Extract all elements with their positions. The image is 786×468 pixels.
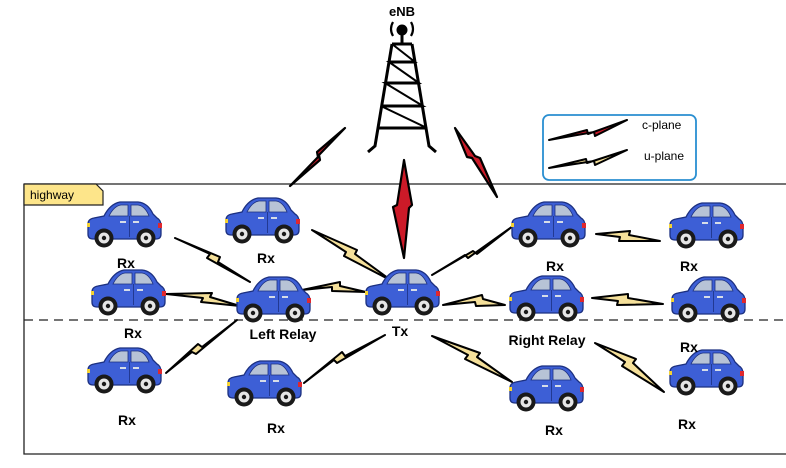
rx-label: Rx bbox=[680, 339, 698, 355]
car-icon bbox=[668, 202, 745, 250]
right-relay-label: Right Relay bbox=[508, 332, 585, 348]
rx-label: Rx bbox=[678, 416, 696, 432]
car-icon bbox=[508, 275, 585, 323]
car-icon bbox=[226, 360, 303, 408]
car-icon bbox=[668, 349, 745, 397]
car-icon bbox=[86, 347, 163, 395]
u-plane-bolt bbox=[174, 237, 251, 283]
rx-label: Rx bbox=[545, 422, 563, 438]
enb-title: eNB bbox=[389, 4, 415, 19]
u-plane-legend-bolt bbox=[548, 149, 628, 169]
car-icon bbox=[235, 276, 312, 324]
legend-u-plane-label: u-plane bbox=[644, 149, 684, 163]
c-plane-bolt-right bbox=[453, 126, 499, 199]
left-relay-label: Left Relay bbox=[250, 326, 317, 342]
car-icon bbox=[86, 201, 163, 249]
u-plane-bolt bbox=[431, 335, 513, 383]
rx-label: Rx bbox=[124, 325, 142, 341]
cell-tower-icon bbox=[367, 21, 437, 154]
car-icon bbox=[90, 269, 167, 317]
car-icon bbox=[364, 269, 441, 317]
u-plane-bolt bbox=[442, 294, 506, 307]
u-plane-bolt bbox=[594, 342, 665, 393]
legend: c-plane u-plane bbox=[542, 114, 697, 181]
rx-label: Rx bbox=[117, 255, 135, 271]
u-plane-bolt bbox=[591, 293, 664, 306]
car-icon bbox=[224, 197, 301, 245]
u-plane-bolt bbox=[165, 319, 238, 374]
u-plane-bolt bbox=[165, 292, 241, 307]
u-plane-bolt bbox=[595, 230, 661, 242]
tx-label: Tx bbox=[392, 323, 409, 339]
c-plane-legend-bolt bbox=[548, 119, 628, 141]
rx-label: Rx bbox=[680, 258, 698, 274]
car-icon bbox=[510, 201, 587, 249]
car-icon bbox=[508, 365, 585, 413]
rx-label: Rx bbox=[267, 420, 285, 436]
rx-label: Rx bbox=[257, 250, 275, 266]
u-plane-bolt bbox=[311, 229, 393, 282]
highway-label: highway bbox=[30, 188, 74, 202]
rx-label: Rx bbox=[546, 258, 564, 274]
u-plane-bolt bbox=[303, 334, 386, 384]
c-plane-bolt-left bbox=[288, 126, 347, 188]
highway-tab bbox=[23, 183, 104, 206]
rx-label: Rx bbox=[118, 412, 136, 428]
car-icon bbox=[670, 276, 747, 324]
u-plane-bolt bbox=[301, 281, 367, 293]
legend-c-plane-label: c-plane bbox=[642, 118, 682, 132]
c-plane-bolt-center bbox=[391, 158, 414, 260]
u-plane-bolt bbox=[431, 225, 514, 276]
